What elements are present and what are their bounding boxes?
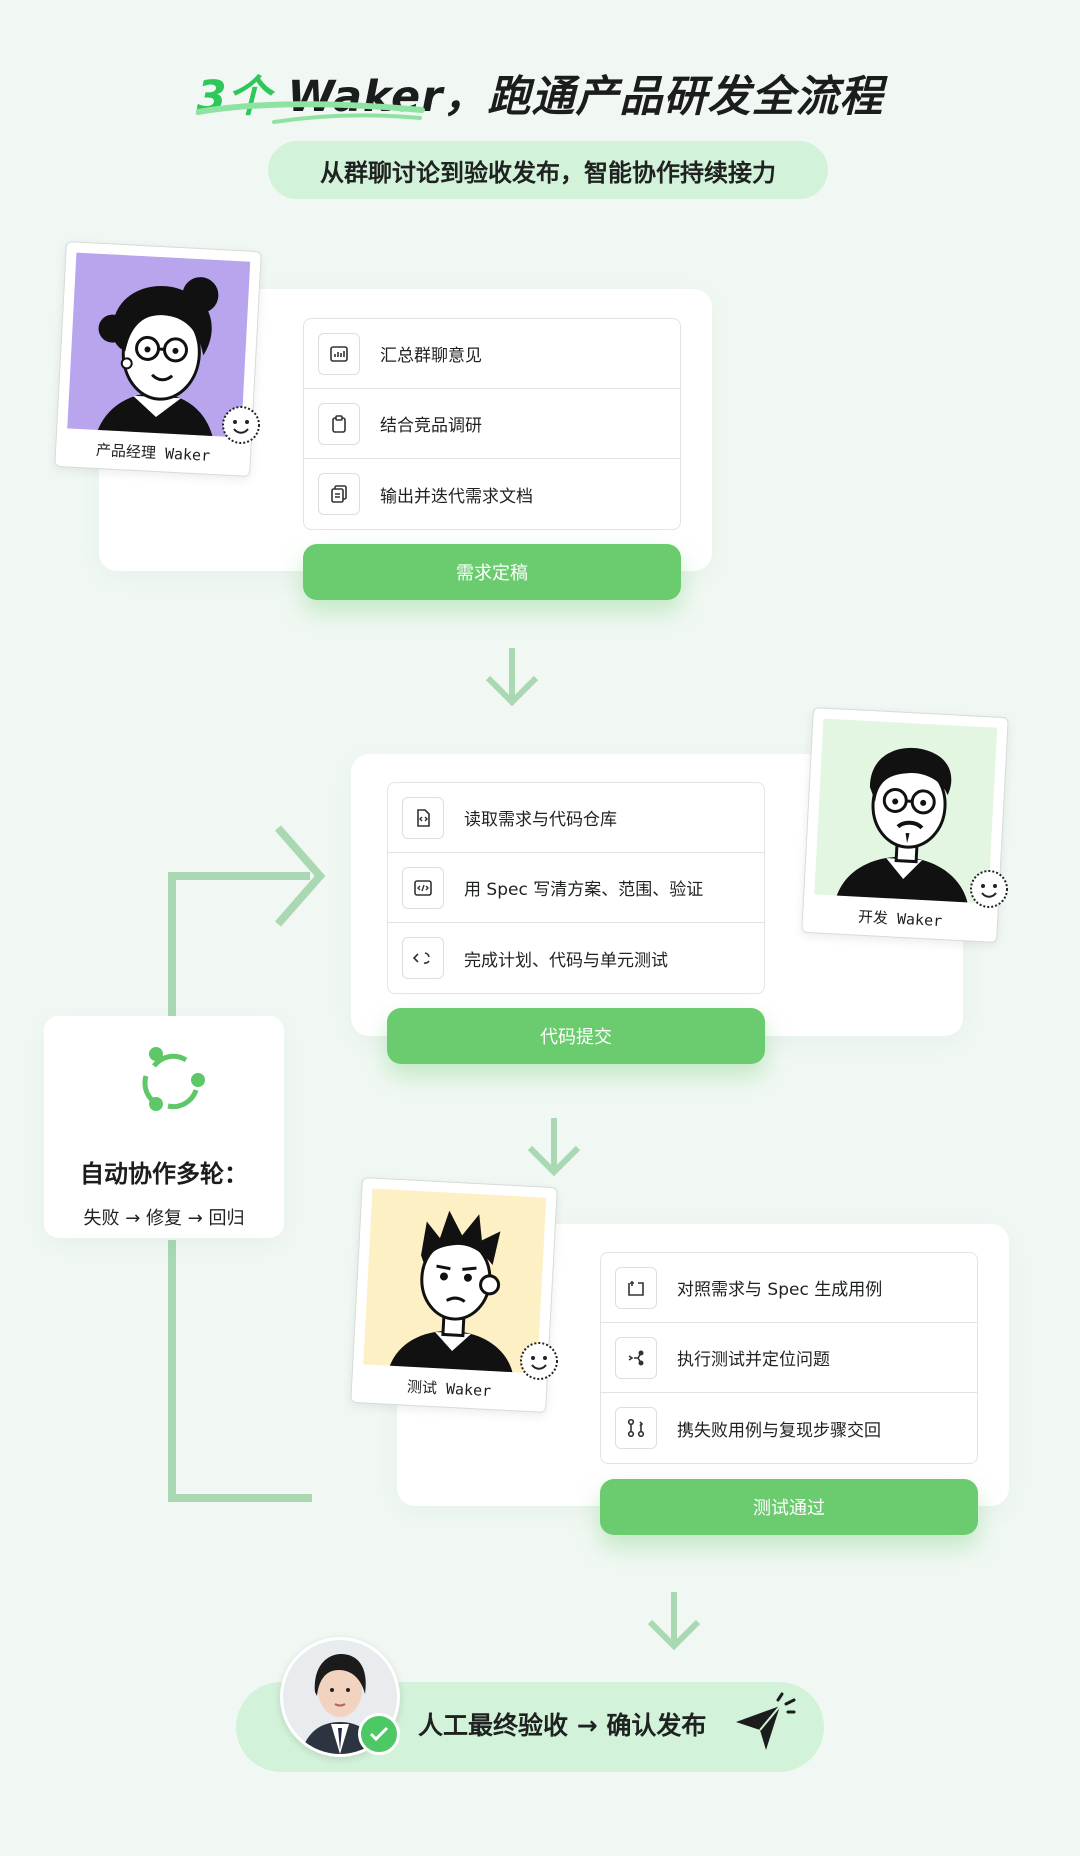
task-row: 汇总群聊意见 (304, 319, 680, 389)
task-label: 读取需求与代码仓库 (464, 810, 617, 830)
subtitle-pill: 从群聊讨论到验收发布，智能协作持续接力 (268, 141, 828, 199)
trace-icon (615, 1336, 657, 1379)
code-refresh-icon (402, 937, 444, 979)
task-label: 完成计划、代码与单元测试 (464, 950, 668, 971)
loop-title: 自动协作多轮： (80, 1160, 248, 1188)
task-row: 结合竞品调研 (304, 389, 680, 459)
task-label: 携失败用例与复现步骤交回 (677, 1420, 881, 1441)
task-label: 结合竞品调研 (380, 416, 482, 436)
down-arrow-2 (527, 1118, 581, 1177)
task-row: 执行测试并定位问题 (601, 1323, 977, 1393)
dev-waker-card: 开发 Waker (801, 707, 1009, 943)
down-arrow-1 (485, 648, 539, 707)
code-window-icon (402, 866, 444, 909)
title-rest: Waker，跑通产品研发全流程 (271, 72, 884, 122)
stage3-task-list: 对照需求与 Spec 生成用例 执行测试并定位问题 携失败用例与复现步骤交回 (600, 1252, 978, 1464)
task-row: 读取需求与代码仓库 (388, 783, 764, 853)
tester-waker-avatar (363, 1188, 547, 1374)
test-passed-button[interactable]: 测试通过 (600, 1479, 978, 1535)
final-approval-text: 人工最终验收 → 确认发布 (418, 1711, 707, 1740)
branch-icon (615, 1407, 657, 1449)
task-row: 完成计划、代码与单元测试 (388, 923, 764, 993)
task-row: 对照需求与 Spec 生成用例 (601, 1253, 977, 1323)
title-underline-decoration (196, 101, 425, 124)
task-label: 输出并迭代需求文档 (380, 486, 533, 507)
requirement-final-button[interactable]: 需求定稿 (303, 544, 681, 600)
loop-connector (168, 825, 326, 1502)
chart-icon (318, 332, 360, 375)
title-highlight: 3个 (196, 72, 272, 122)
code-file-icon (402, 796, 444, 839)
code-submit-button[interactable]: 代码提交 (387, 1008, 765, 1064)
task-label: 汇总群聊意见 (380, 346, 482, 366)
task-label: 对照需求与 Spec 生成用例 (677, 1280, 883, 1300)
smiley-badge-icon (520, 1342, 558, 1380)
down-arrow-3 (647, 1592, 701, 1651)
task-row: 用 Spec 写清方案、范围、验证 (388, 853, 764, 923)
stage2-task-list: 读取需求与代码仓库 用 Spec 写清方案、范围、验证 完成计划、代码与单元测试 (387, 782, 765, 994)
pm-waker-card: 产品经理 Waker (54, 241, 262, 477)
task-label: 用 Spec 写清方案、范围、验证 (464, 880, 704, 900)
documents-icon (318, 473, 360, 515)
smiley-badge-icon (970, 870, 1008, 908)
tester-waker-card: 测试 Waker (350, 1177, 558, 1413)
pm-waker-avatar (67, 252, 251, 438)
paper-plane-icon (736, 1692, 796, 1750)
clipboard-icon (318, 402, 360, 445)
loop-subtitle: 失败 → 修复 → 回归 (83, 1208, 245, 1229)
smiley-badge-icon (222, 406, 260, 444)
stage1-task-list: 汇总群聊意见 结合竞品调研 输出并迭代需求文档 (303, 318, 681, 530)
auto-loop-card: 自动协作多轮： 失败 → 修复 → 回归 (44, 1016, 284, 1238)
dev-waker-avatar (814, 718, 998, 904)
test-case-icon (615, 1266, 657, 1309)
task-label: 执行测试并定位问题 (677, 1350, 830, 1370)
check-icon (358, 1713, 400, 1755)
cycle-icon (142, 1047, 205, 1111)
task-row: 携失败用例与复现步骤交回 (601, 1393, 977, 1463)
page-title: 3个 Waker，跑通产品研发全流程 (0, 62, 1080, 124)
task-row: 输出并迭代需求文档 (304, 459, 680, 529)
